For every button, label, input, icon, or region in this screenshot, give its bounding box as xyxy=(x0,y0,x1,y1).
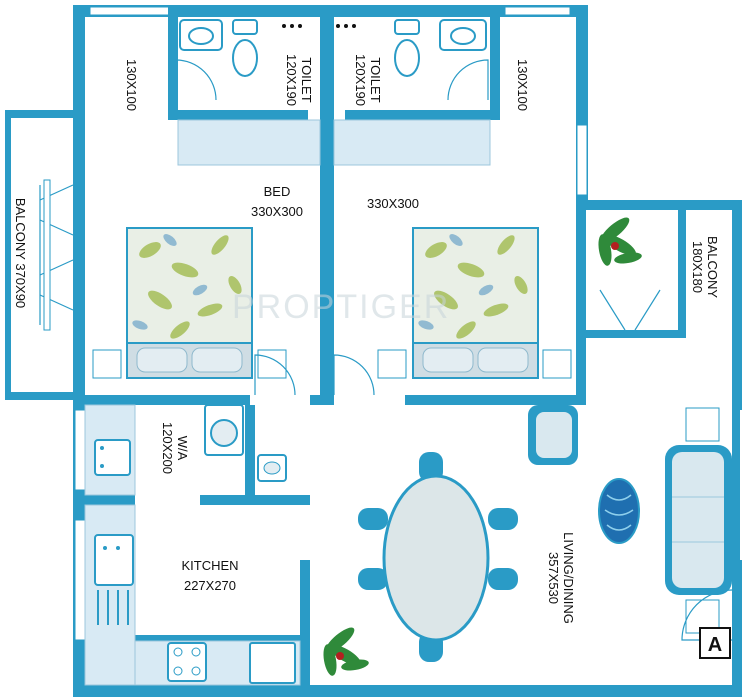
wa-fixtures xyxy=(84,404,287,496)
plant-icon xyxy=(323,627,369,676)
wa-size: 120X200 xyxy=(160,422,175,474)
toilet-left xyxy=(175,19,321,166)
kitchen-name: KITCHEN xyxy=(181,558,238,573)
cistern-icon xyxy=(232,19,258,35)
north-marker: A xyxy=(699,627,731,659)
balcony-right-size: 180X180 xyxy=(690,241,705,293)
toilet-right-name: TOILET xyxy=(368,57,383,102)
room-labels: TOILET 120X190 TOILET 120X190 130X100 13… xyxy=(13,54,720,624)
bed-left-furniture xyxy=(92,227,296,396)
bed-right-size: 330X300 xyxy=(367,196,419,211)
toilet-left-name: TOILET xyxy=(299,57,314,102)
bed-left-name: BED xyxy=(264,184,291,199)
dining-table xyxy=(382,474,490,642)
stove-icon xyxy=(167,642,207,682)
toilet-left-size: 120X190 xyxy=(284,54,299,106)
toilet-bowl-icon xyxy=(394,39,420,77)
coffee-table xyxy=(598,478,640,544)
north-marker-label: A xyxy=(708,634,722,656)
kitchen-size: 227X270 xyxy=(184,578,236,593)
dining-set xyxy=(358,452,518,662)
kitchen-sink-icon xyxy=(94,534,134,586)
bed-right-small-size: 130X100 xyxy=(515,59,530,111)
balcony-left-label: BALCONY 370X90 xyxy=(13,198,28,308)
windows xyxy=(74,6,742,641)
balcony-right-doors xyxy=(599,289,661,331)
toilet-bowl-icon xyxy=(232,39,258,77)
living-furniture xyxy=(528,405,733,641)
living-name: LIVING/DINING xyxy=(561,532,576,624)
watermark: PROPTIGER xyxy=(232,288,450,326)
toilet-right xyxy=(333,19,491,166)
balcony-right-name: BALCONY xyxy=(705,236,720,298)
interior-walls xyxy=(85,5,686,695)
wa-name: W/A xyxy=(175,436,190,461)
cistern-icon xyxy=(394,19,420,35)
refrigerator-icon xyxy=(249,642,296,684)
bed-left-size: 330X300 xyxy=(251,204,303,219)
balcony-left-doors xyxy=(39,179,74,331)
plant-icon xyxy=(598,217,642,266)
kitchen-fixtures xyxy=(84,504,301,686)
living-size: 357X530 xyxy=(546,552,561,604)
sink-icon xyxy=(94,439,131,476)
bed-right-furniture xyxy=(333,227,572,396)
toilet-right-size: 120X190 xyxy=(353,54,368,106)
bed-left-small-size: 130X100 xyxy=(124,59,139,111)
